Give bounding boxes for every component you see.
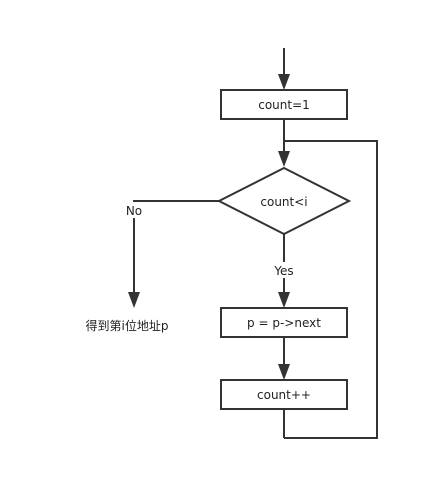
no-branch-line	[133, 200, 219, 294]
advance-label: p = p->next	[247, 316, 321, 330]
init-label: count=1	[258, 98, 310, 112]
yes-label-bg	[268, 262, 300, 278]
entry-arrowhead	[278, 74, 290, 90]
advance-box	[220, 307, 348, 338]
no-branch-arrowhead	[128, 292, 140, 308]
no-label: No	[126, 204, 142, 218]
advance-to-increment-arrowhead	[278, 364, 290, 380]
init-to-condition-arrowhead	[278, 151, 290, 167]
loop-back-line	[284, 140, 378, 439]
yes-label: Yes	[273, 264, 293, 278]
outcome-text: 得到第i位地址p	[86, 318, 169, 333]
yes-branch-arrowhead	[278, 292, 290, 308]
condition-label: count<i	[260, 195, 307, 209]
no-label-bg	[120, 202, 148, 218]
increment-label: count++	[257, 388, 311, 402]
